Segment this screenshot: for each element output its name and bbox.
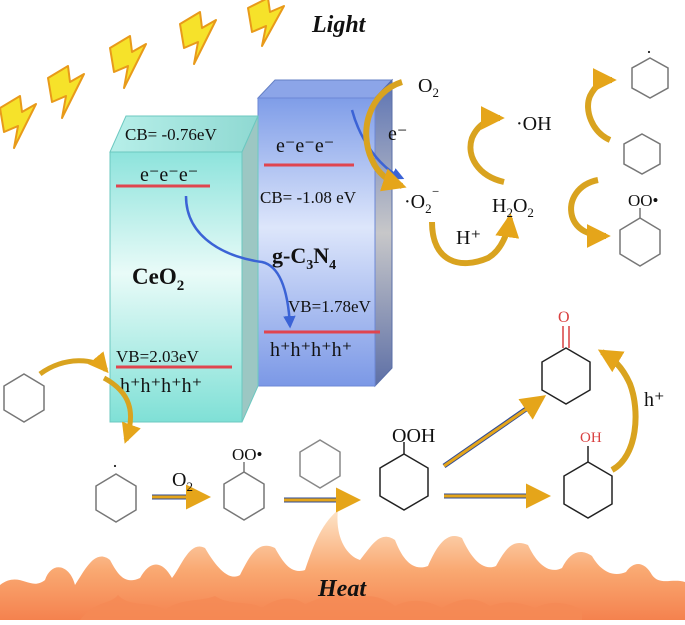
gcn-holes: h⁺h⁺h⁺h⁺ — [270, 339, 352, 361]
gcn-name: g-C3N4 — [272, 243, 336, 273]
cyclohexyl-radical-bottom — [95, 473, 137, 523]
gcn-block — [256, 78, 394, 388]
ceo2-block — [109, 115, 259, 423]
gcn-cb-label: CB= -1.08 eV — [260, 188, 357, 207]
electron-label: e⁻ — [388, 123, 407, 145]
radical-dot-top: · — [646, 42, 652, 62]
cyclohexane-to-ceo2-arrow — [38, 351, 109, 377]
lightning-bolt-icon — [247, 0, 285, 47]
pathway-o2-label: O2 — [172, 469, 193, 494]
cyclohexanone — [541, 326, 591, 405]
ceo2-electrons: e⁻e⁻e⁻ — [140, 164, 198, 186]
lightning-bolt-icon — [109, 35, 147, 89]
peroxy-cyclohexane-bottom — [223, 462, 265, 521]
ceo2-name: CeO2 — [132, 264, 184, 294]
o2-label: O2 — [418, 75, 439, 100]
electron-transfer-arrow — [184, 195, 296, 329]
flames-graphic — [0, 510, 685, 620]
alcohol-oh-label: OH — [580, 430, 602, 446]
ceo2-cb-label: CB= -0.76eV — [125, 125, 217, 144]
cyclohexane-mid — [623, 133, 661, 175]
lightning-bolt-icon — [179, 11, 217, 65]
peroxy-label-bottom: OO• — [232, 445, 263, 464]
hydroperoxide-cyclohexane — [379, 442, 429, 511]
to-ketone-arrow-fill — [443, 399, 539, 468]
light-label: Light — [311, 12, 367, 38]
hydroperoxide-label: OOH — [392, 425, 435, 447]
hplus-pathway-label: h⁺ — [644, 389, 665, 411]
to-peroxy-arrow — [568, 177, 611, 248]
ceo2-holes: h⁺h⁺h⁺h⁺ — [120, 375, 202, 397]
h2o2-label: H2O2 — [492, 195, 534, 220]
cyclohexanol — [563, 446, 613, 519]
lightning-bolt-icon — [47, 65, 85, 119]
cyclohexyl-radical-top — [631, 57, 669, 99]
gcn-vb-label: VB=1.78eV — [288, 297, 371, 316]
alcohol-to-ketone-arrow — [597, 349, 639, 473]
gcn-electrons: e⁻e⁻e⁻ — [276, 135, 334, 157]
lightning-bolt-icon — [0, 95, 37, 149]
h2o2-to-oh-arrow — [467, 106, 505, 185]
cyclohexane-left — [3, 373, 45, 423]
peroxy-label-top: OO• — [628, 191, 659, 210]
heat-label: Heat — [317, 576, 367, 602]
o2-reduction-arrow — [363, 79, 407, 192]
hplus-label: H⁺ — [456, 227, 481, 249]
peroxy-cyclohexane — [619, 208, 661, 267]
ceo2-vb-label: VB=2.03eV — [116, 347, 199, 366]
oh-to-radical-arrow — [585, 68, 617, 143]
superoxide-label: ·O2⁻ — [404, 187, 440, 216]
superoxide-to-h2o2-arrow — [429, 213, 520, 267]
cyclohexane-small — [299, 439, 341, 489]
radical-dot-bottom: · — [112, 456, 118, 476]
ketone-o-label: O — [558, 309, 570, 326]
hydroxyl-label: ·OH — [516, 113, 552, 135]
lightning-bolts — [0, 0, 285, 149]
ceo2-to-radical-arrow — [102, 375, 141, 444]
